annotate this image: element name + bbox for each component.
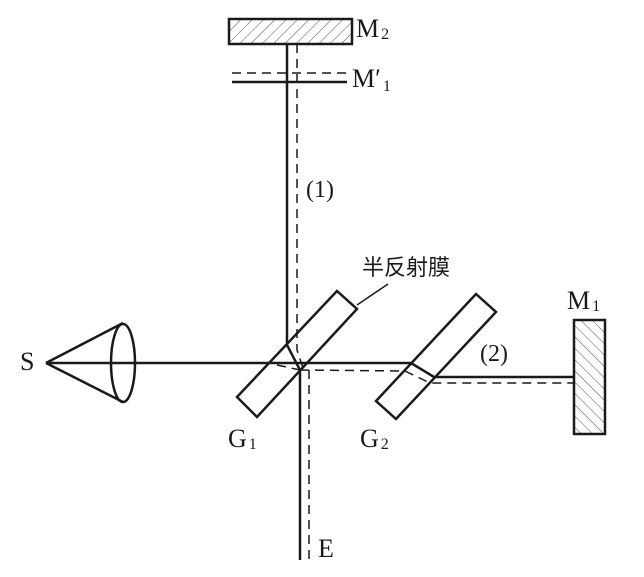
plate-g1 <box>235 289 359 419</box>
label-source: S <box>20 347 35 376</box>
label-g2-main: G <box>360 424 379 453</box>
label-path-2: (2) <box>480 341 508 367</box>
label-g2-sub: 2 <box>380 436 389 453</box>
beam-dashed-arm2 <box>299 369 574 384</box>
beam-dashed-in-g1 <box>276 364 301 371</box>
label-path-1: (1) <box>306 177 334 203</box>
label-half-reflective-film: 半反射膜 <box>362 256 451 281</box>
label-eye: E <box>318 534 334 563</box>
label-g1-sub: 1 <box>248 436 257 453</box>
beam-dashed-arm1 <box>296 44 304 369</box>
label-m1-prime-main: M <box>352 64 376 93</box>
label-m1-prime: M′1 <box>352 66 391 95</box>
label-m1-prime-mark: ′ <box>375 64 381 93</box>
label-m1-sub: 1 <box>592 298 601 315</box>
beam-solid-arm1 <box>285 44 302 560</box>
label-m1-main: M <box>567 286 591 315</box>
mirror-m2 <box>227 17 354 46</box>
label-m1-prime-sub: 1 <box>382 78 391 95</box>
source-cone-lower <box>45 361 124 404</box>
plate-g2 <box>374 292 498 421</box>
film-leader-line <box>356 283 389 306</box>
source-cone-upper <box>45 321 124 365</box>
beam-solid <box>46 361 574 379</box>
mirror-m1 <box>572 318 607 436</box>
label-m2-sub: 2 <box>381 26 390 43</box>
label-m2-main: M <box>356 14 380 43</box>
label-g1-main: G <box>228 424 247 453</box>
